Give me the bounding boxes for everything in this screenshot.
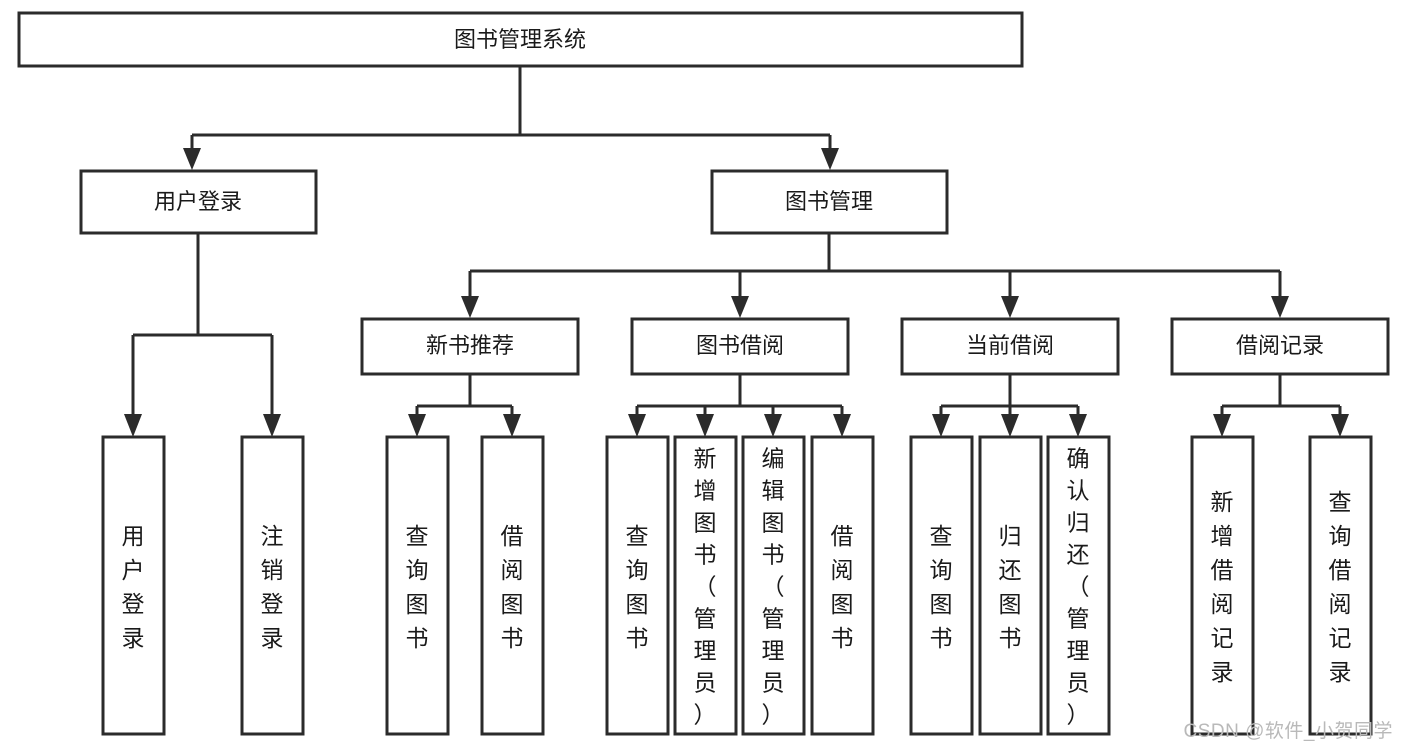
arrow-bookborrow-leaf-2	[696, 414, 714, 437]
node-user-login[interactable]: 用户登录	[79, 169, 318, 235]
leaf-newbook-query-box[interactable]	[385, 435, 450, 736]
node-book-borrow-box[interactable]	[630, 317, 850, 376]
leaf-node[interactable]: 新增图书（管理员）	[673, 435, 738, 736]
leaf-node[interactable]: 查询图书	[605, 435, 670, 736]
connector-layer	[124, 66, 1349, 437]
leaf-node[interactable]: 查询图书	[385, 435, 450, 736]
leaf-borrowrecord-query-box[interactable]	[1308, 435, 1373, 736]
leaf-currentborrow-return-label: 归还图书	[999, 523, 1022, 651]
csdn-watermark: CSDN @软件_小贺同学	[1183, 721, 1393, 742]
leaf-currentborrow-confirm-label: 确认归还（管理员）	[1067, 445, 1090, 727]
leaf-borrowrecord-query-label: 查询借阅记录	[1329, 489, 1352, 685]
arrow-to-book-borrow	[731, 296, 749, 318]
leaf-bookborrow-edit-box[interactable]	[741, 435, 806, 736]
leaf-node[interactable]: 确认归还（管理员）	[1046, 435, 1111, 736]
leaf-bookborrow-borrow-label: 借阅图书	[831, 523, 854, 651]
leaf-node[interactable]: 查询图书	[909, 435, 974, 736]
arrow-borrowrecord-leaf-1	[1213, 414, 1231, 437]
leaf-newbook-query-label: 查询图书	[406, 523, 429, 651]
leaf-node[interactable]: 借阅图书	[480, 435, 545, 736]
leaf-borrowrecord-add-label: 新增借阅记录	[1211, 489, 1234, 685]
leaf-bookborrow-edit-label: 编辑图书（管理员）	[762, 445, 785, 727]
leaf-currentborrow-query-box[interactable]	[909, 435, 974, 736]
leaf-currentborrow-return-box[interactable]	[978, 435, 1043, 736]
arrow-bookborrow-leaf-3	[764, 414, 782, 437]
arrow-to-current-borrow	[1001, 296, 1019, 318]
leaf-node[interactable]: 用户登录	[101, 435, 166, 736]
arrow-userlogin-leaf-2	[263, 414, 281, 437]
arrow-bookborrow-leaf-1	[628, 414, 646, 437]
node-new-book-recommend-label: 新书推荐	[426, 333, 514, 358]
leaf-node[interactable]: 编辑图书（管理员）	[741, 435, 806, 736]
leaf-newbook-borrow-box[interactable]	[480, 435, 545, 736]
node-user-login-box[interactable]	[79, 169, 318, 235]
node-book-borrow[interactable]: 图书借阅	[630, 317, 850, 376]
leaf-currentborrow-query-label: 查询图书	[930, 523, 953, 651]
leaf-newbook-borrow-label: 借阅图书	[501, 523, 524, 651]
node-book-borrow-label: 图书借阅	[696, 333, 784, 358]
arrow-to-book-manage	[821, 148, 839, 170]
leaf-bookborrow-add-box[interactable]	[673, 435, 738, 736]
leaf-logout-label: 注销登录	[261, 523, 284, 651]
leaf-bookborrow-query-box[interactable]	[605, 435, 670, 736]
node-book-manage-box[interactable]	[710, 169, 949, 235]
node-root-label: 图书管理系统	[454, 27, 586, 52]
node-new-book-recommend-box[interactable]	[360, 317, 580, 376]
arrow-currentborrow-leaf-1	[932, 414, 950, 437]
leaf-currentborrow-confirm-box[interactable]	[1046, 435, 1111, 736]
arrow-to-borrow-record	[1271, 296, 1289, 318]
arrow-currentborrow-leaf-2	[1001, 414, 1019, 437]
node-user-login-label: 用户登录	[154, 189, 242, 214]
leaf-node[interactable]: 查询借阅记录	[1308, 435, 1373, 736]
node-current-borrow-box[interactable]	[900, 317, 1120, 376]
arrow-bookborrow-leaf-4	[833, 414, 851, 437]
arrow-to-new-book	[461, 296, 479, 318]
leaf-node[interactable]: 借阅图书	[810, 435, 875, 736]
leaf-logout-box[interactable]	[240, 435, 305, 736]
node-borrow-record-label: 借阅记录	[1236, 333, 1324, 358]
leaf-bookborrow-add-label: 新增图书（管理员）	[694, 445, 717, 727]
leaf-borrowrecord-add-box[interactable]	[1190, 435, 1255, 736]
node-book-manage-label: 图书管理	[785, 189, 873, 214]
arrow-currentborrow-leaf-3	[1069, 414, 1087, 437]
node-root[interactable]: 图书管理系统	[17, 11, 1024, 68]
arrow-userlogin-leaf-1	[124, 414, 142, 437]
node-current-borrow-label: 当前借阅	[966, 333, 1054, 358]
leaf-node[interactable]: 归还图书	[978, 435, 1043, 736]
node-root-box[interactable]	[17, 11, 1024, 68]
leaf-user-login-label: 用户登录	[122, 523, 145, 651]
node-current-borrow[interactable]: 当前借阅	[900, 317, 1120, 376]
leaf-bookborrow-borrow-box[interactable]	[810, 435, 875, 736]
leaf-user-login-box[interactable]	[101, 435, 166, 736]
leaf-bookborrow-query-label: 查询图书	[626, 523, 649, 651]
arrow-to-user-login	[183, 148, 201, 170]
arrow-newbook-leaf-1	[408, 414, 426, 437]
arrow-borrowrecord-leaf-2	[1331, 414, 1349, 437]
leaf-node[interactable]: 新增借阅记录	[1190, 435, 1255, 736]
arrow-newbook-leaf-2	[503, 414, 521, 437]
leaf-node[interactable]: 注销登录	[240, 435, 305, 736]
node-book-manage[interactable]: 图书管理	[710, 169, 949, 235]
node-new-book-recommend[interactable]: 新书推荐	[360, 317, 580, 376]
node-borrow-record[interactable]: 借阅记录	[1170, 317, 1390, 376]
node-borrow-record-box[interactable]	[1170, 317, 1390, 376]
